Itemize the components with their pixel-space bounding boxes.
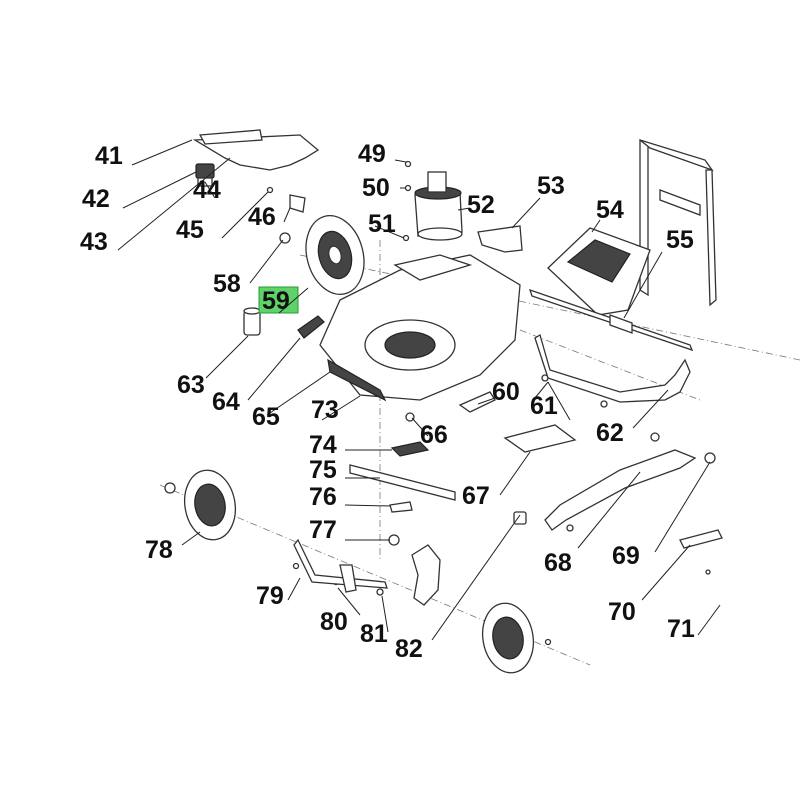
label-63: 63 [177, 371, 205, 399]
blade-assembly [349, 412, 456, 513]
label-62: 62 [596, 419, 624, 447]
label-78: 78 [145, 536, 173, 564]
guard-plate [503, 424, 577, 453]
mower-deck [319, 254, 521, 402]
label-77: 77 [309, 516, 337, 544]
label-42: 42 [82, 185, 110, 213]
label-54: 54 [596, 196, 624, 224]
deflector [458, 391, 496, 413]
label-60: 60 [492, 378, 520, 406]
label-55: 55 [666, 226, 694, 254]
bushing [243, 307, 261, 336]
label-76: 76 [309, 483, 337, 511]
label-82: 82 [395, 635, 423, 663]
label-51: 51 [368, 210, 396, 238]
part-labels: 41 42 43 44 45 46 49 50 51 52 53 54 55 5… [80, 140, 695, 663]
front-axle [293, 538, 388, 593]
label-66: 66 [420, 421, 448, 449]
handle-frame [639, 138, 717, 307]
label-73: 73 [311, 396, 339, 424]
label-70: 70 [608, 598, 636, 626]
grass-box-lid [547, 227, 651, 316]
label-80: 80 [320, 608, 348, 636]
label-44: 44 [193, 176, 221, 204]
label-81: 81 [360, 620, 388, 648]
wheel-front-left [164, 469, 237, 541]
label-58: 58 [213, 270, 241, 298]
label-50: 50 [362, 174, 390, 202]
label-41: 41 [95, 142, 123, 170]
label-67: 67 [462, 482, 490, 510]
label-64: 64 [212, 388, 240, 416]
label-75: 75 [309, 456, 337, 484]
label-74: 74 [309, 431, 337, 459]
label-43: 43 [80, 228, 108, 256]
label-68: 68 [544, 549, 572, 577]
cable-clip [679, 529, 723, 549]
leader-lines [117, 139, 721, 641]
axle-bracket [411, 544, 441, 606]
highlight-box-59 [258, 286, 299, 314]
lower-handle-arm [544, 449, 697, 531]
height-bracket [297, 315, 325, 339]
label-53: 53 [537, 172, 565, 200]
label-61: 61 [530, 392, 558, 420]
label-65: 65 [252, 403, 280, 431]
label-46: 46 [248, 203, 276, 231]
height-lever [534, 334, 691, 403]
motor [414, 171, 463, 241]
rear-rod [528, 288, 694, 352]
label-49: 49 [358, 140, 386, 168]
label-45: 45 [176, 216, 204, 244]
wheel-rear-right [481, 511, 535, 674]
cover [477, 225, 523, 253]
label-71: 71 [667, 615, 695, 643]
handle-grip [192, 129, 320, 171]
label-79: 79 [256, 582, 284, 610]
label-59: 59 [262, 287, 290, 315]
label-69: 69 [612, 542, 640, 570]
label-52: 52 [467, 191, 495, 219]
wheel-rear-left [305, 215, 365, 295]
